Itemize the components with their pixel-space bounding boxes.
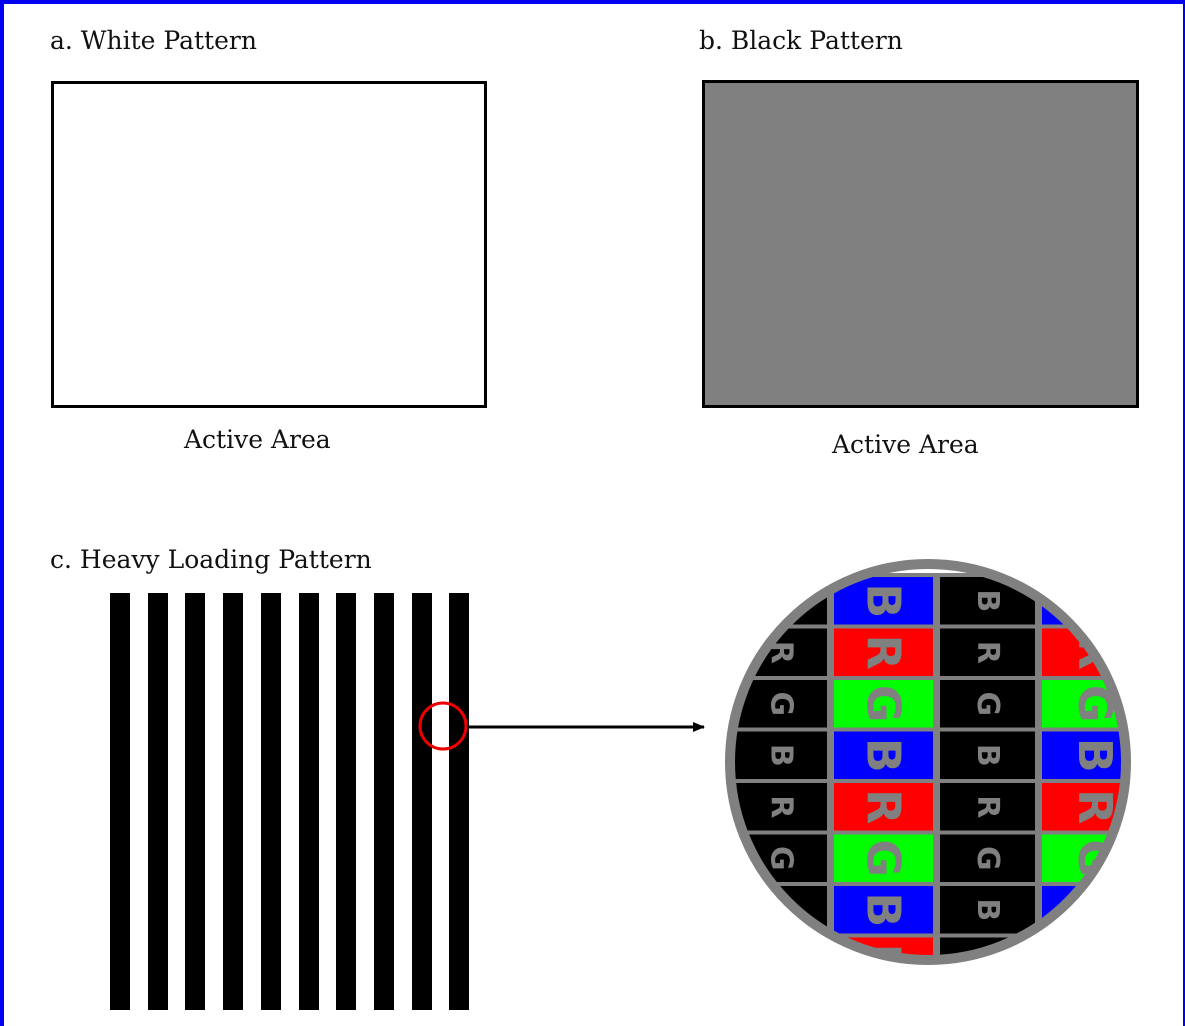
white-pattern-area — [51, 81, 487, 408]
subpixel-cell — [830, 779, 937, 835]
panel-c-title: c. Heavy Loading Pattern — [50, 545, 372, 574]
subpixel-letter: G — [970, 846, 1005, 871]
subpixel-cell — [830, 624, 937, 680]
stripe — [449, 593, 470, 1010]
panel-b-caption: Active Area — [832, 430, 979, 459]
subpixel-letter: G — [970, 691, 1005, 716]
subpixel-cell — [830, 727, 937, 783]
subpixel-letter: R — [970, 641, 1005, 664]
subpixel-letter: B — [857, 583, 911, 618]
subpixel-letter: B — [1068, 583, 1122, 618]
subpixel-letter: G — [1068, 994, 1122, 1026]
subpixel-letter: G — [970, 1000, 1005, 1025]
stripe — [223, 593, 244, 1010]
subpixel-letter: B — [764, 744, 799, 767]
subpixel-cell — [830, 882, 937, 938]
subpixel-letter: R — [764, 795, 799, 818]
subpixel-letter: B — [1068, 738, 1122, 773]
subpixel-letter: G — [857, 685, 911, 723]
subpixel-cell — [938, 987, 1037, 1026]
magnifier-rim — [725, 559, 1131, 965]
subpixel-letter: B — [857, 892, 911, 927]
subpixel-cell — [1038, 933, 1126, 960]
subpixel-cell — [1038, 573, 1126, 629]
subpixel-letter: R — [1068, 944, 1122, 979]
subpixel-cell — [936, 676, 1039, 732]
stripe — [260, 593, 281, 1010]
subpixel-cell — [936, 624, 1039, 680]
magnify-source-circle — [418, 701, 468, 751]
subpixel-letter: R — [970, 795, 1005, 818]
black-pattern-area — [702, 80, 1139, 408]
subpixel-letter: B — [857, 738, 911, 773]
subpixel-letter: G — [764, 846, 799, 871]
subpixel-cell — [832, 987, 935, 1026]
stripe — [147, 593, 168, 1010]
panel-a-caption: Active Area — [184, 425, 331, 454]
subpixel-letter: R — [857, 635, 911, 670]
subpixel-cell — [733, 987, 829, 1026]
subpixel-cell — [830, 830, 937, 886]
stripe — [411, 593, 432, 1010]
stripe — [185, 593, 206, 1010]
subpixel-letter: R — [764, 950, 799, 973]
stripe — [336, 593, 357, 1010]
subpixel-letter: G — [764, 691, 799, 716]
subpixel-letter: B — [970, 589, 1005, 612]
subpixel-letter: G — [764, 1000, 799, 1025]
stripe — [298, 593, 319, 1010]
subpixel-letter: R — [857, 789, 911, 824]
subpixel-letter: G — [857, 994, 911, 1026]
panel-a-title: a. White Pattern — [50, 26, 257, 55]
subpixel-cell — [1040, 987, 1150, 1026]
subpixel-letter: G — [857, 839, 911, 877]
subpixel-letter: B — [970, 898, 1005, 921]
panel-b-title: b. Black Pattern — [699, 26, 903, 55]
subpixel-letter: B — [764, 589, 799, 612]
subpixel-cell — [731, 933, 831, 960]
stripe — [110, 593, 130, 1010]
subpixel-cell — [936, 727, 1039, 783]
subpixel-letter: B — [970, 744, 1005, 767]
stripe — [373, 593, 394, 1010]
